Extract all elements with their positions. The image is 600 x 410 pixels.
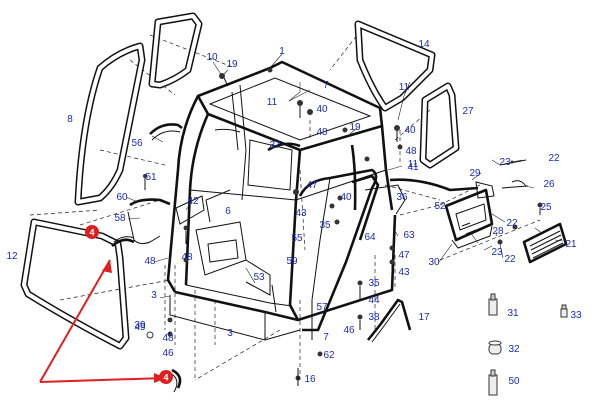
right-side-window <box>354 20 436 112</box>
part-label: 19 <box>226 59 238 70</box>
part-label: 43 <box>295 208 307 219</box>
part-label: 47 <box>398 250 410 261</box>
part-label: 10 <box>206 52 218 63</box>
support-rod <box>366 298 412 343</box>
part-label: 3 <box>227 328 233 339</box>
part-label: 28 <box>492 226 504 237</box>
part-label: 7 <box>323 332 329 343</box>
part-label: 7 <box>323 80 329 91</box>
part-label: 11 <box>267 97 278 108</box>
part-label: 3 <box>151 290 157 301</box>
part-label: 17 <box>418 312 430 323</box>
hinge-plate <box>175 195 205 225</box>
part-label: 35 <box>368 278 380 289</box>
callout-badge: 4 <box>85 225 99 239</box>
leader-lines <box>125 53 564 299</box>
part-label: 57 <box>316 302 328 313</box>
part-label: 37 <box>269 140 281 151</box>
part-label: 14 <box>418 39 430 50</box>
part-label: 22 <box>504 254 516 265</box>
part-label: 50 <box>508 376 520 387</box>
part-label: 62 <box>323 350 335 361</box>
part-label: 48 <box>405 146 417 157</box>
left-side-window <box>74 42 146 206</box>
part-label: 19 <box>349 122 361 133</box>
part-label: 53 <box>253 272 265 283</box>
part-label: 40 <box>340 192 352 203</box>
part-label: 16 <box>304 374 316 385</box>
door-glass <box>20 218 130 350</box>
part-label: 11 <box>399 82 410 93</box>
part-label: 46 <box>343 325 355 336</box>
callout-label: 4 <box>163 373 168 383</box>
part-label: 43 <box>398 267 410 278</box>
assembly-guide-lines <box>29 24 541 381</box>
part-label: 44 <box>368 295 380 306</box>
clip-part <box>111 236 135 248</box>
part-label: 33 <box>570 310 582 321</box>
part-label: 26 <box>543 179 555 190</box>
part-label: 60 <box>116 192 128 203</box>
part-label: 21 <box>565 239 577 250</box>
part-label: 29 <box>469 168 481 179</box>
callout-label: 4 <box>89 228 94 238</box>
part-label: 25 <box>540 202 552 213</box>
part-label: 48 <box>316 127 328 138</box>
part-label: 47 <box>306 180 318 191</box>
hose-assembly <box>127 198 171 245</box>
part-label: 59 <box>286 256 298 267</box>
callout-arrows: 4 4 <box>39 225 173 384</box>
seal-strip <box>149 123 183 141</box>
part-label: 63 <box>403 230 415 241</box>
part-label: 30 <box>428 257 440 268</box>
part-label: 51 <box>145 172 157 183</box>
part-label: 56 <box>131 138 143 149</box>
right-quarter-glass <box>419 82 460 169</box>
part-label: 48 <box>144 256 156 267</box>
part-label: 1 <box>279 46 285 57</box>
part-label: 11 <box>408 159 419 170</box>
part-label: 40 <box>404 125 416 136</box>
part-label: 27 <box>462 106 474 117</box>
part-labels: 1 3 3 6 7 7 8 10 11 11 11 12 14 16 17 19… <box>6 39 582 387</box>
part-label: 48 <box>181 252 193 263</box>
part-label: 42 <box>187 196 199 207</box>
part-label: 22 <box>506 218 518 229</box>
cab-frame <box>166 60 406 341</box>
part-label: 12 <box>6 251 18 262</box>
part-label: 41 <box>407 162 419 173</box>
part-label: 23 <box>499 157 511 168</box>
callout-badge: 4 <box>159 370 173 384</box>
vent-grille <box>522 222 568 264</box>
part-label: 36 <box>396 192 408 203</box>
part-label: 58 <box>114 213 126 224</box>
part-label: 46 <box>162 348 174 359</box>
part-label: 39 <box>134 320 146 331</box>
part-label: 49 <box>134 322 146 333</box>
part-label: 6 <box>225 206 231 217</box>
fasteners <box>143 67 543 386</box>
part-label: 52 <box>434 201 446 212</box>
part-label: 35 <box>319 220 331 231</box>
part-label: 38 <box>368 312 380 323</box>
part-label: 8 <box>67 114 73 125</box>
parts-kit <box>488 293 568 396</box>
rear-upper-glass <box>148 12 203 89</box>
part-label: 64 <box>364 232 376 243</box>
mirror-arm <box>389 178 529 199</box>
part-label: 32 <box>508 344 520 355</box>
part-label: 40 <box>316 104 328 115</box>
part-label: 23 <box>491 247 503 258</box>
part-label: 31 <box>507 308 519 319</box>
part-label: 22 <box>548 153 560 164</box>
mirror-bracket <box>444 188 494 249</box>
part-label: 55 <box>291 233 303 244</box>
part-label: 48 <box>162 333 174 344</box>
